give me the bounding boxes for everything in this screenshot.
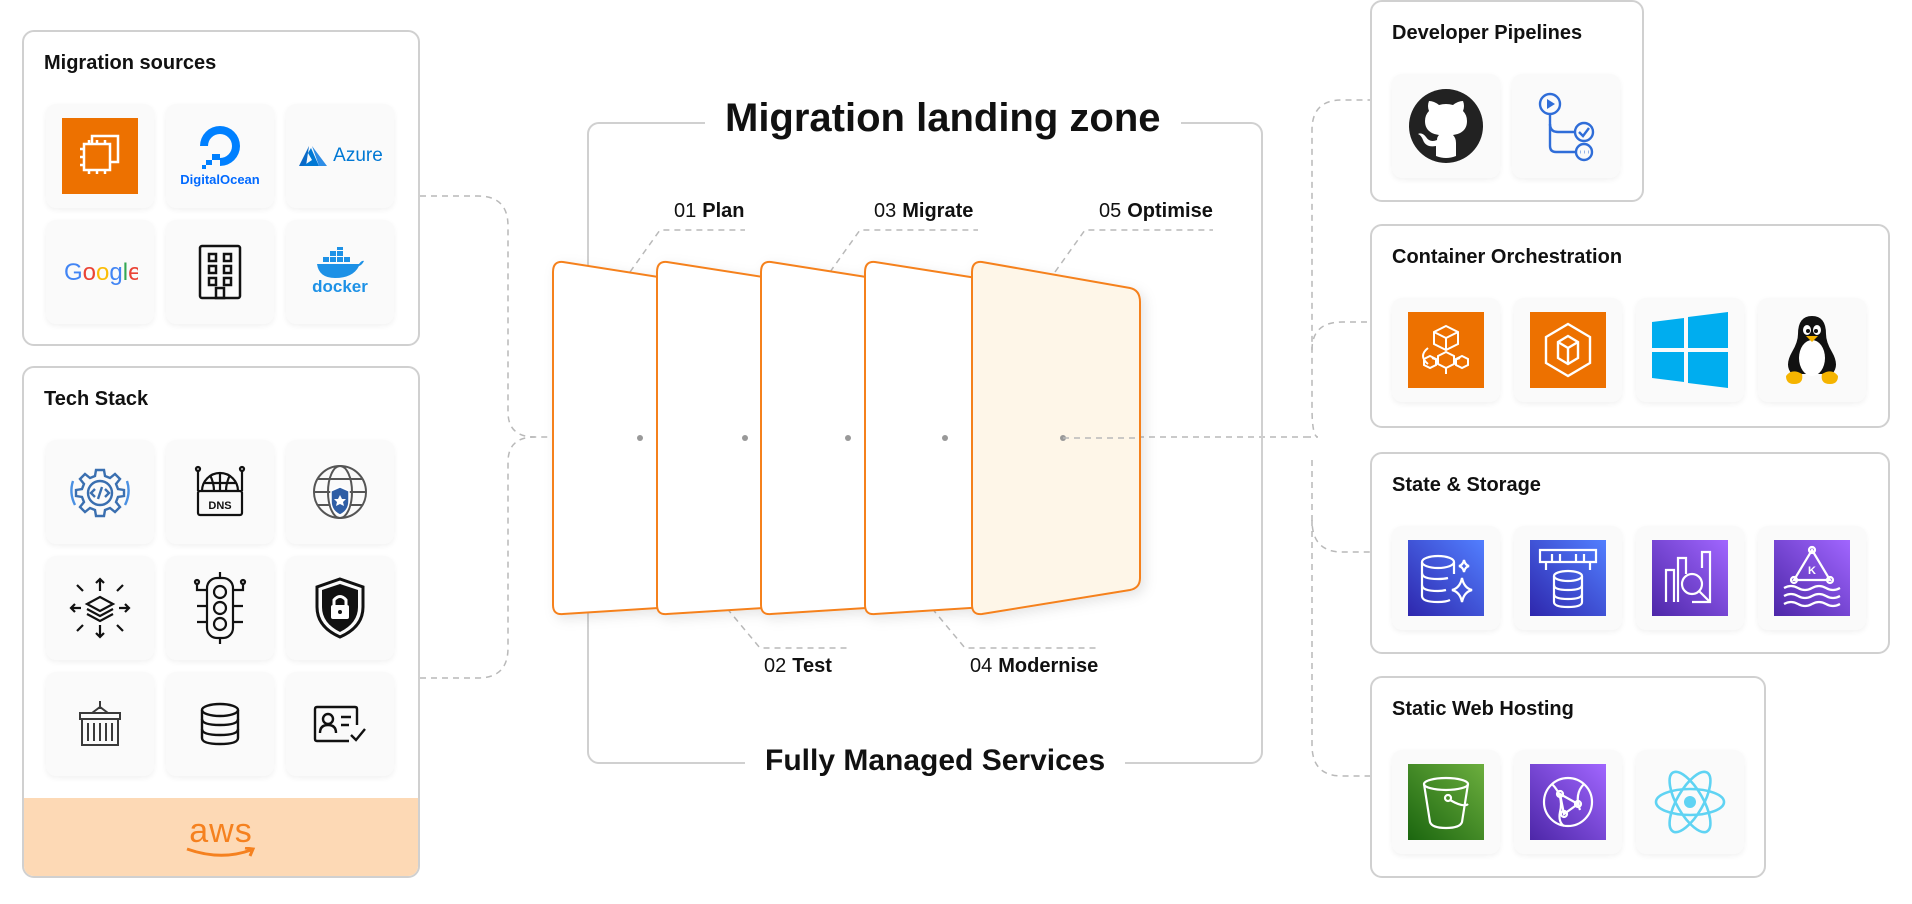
tile-database: [166, 672, 274, 776]
tile-opensearch: [1636, 526, 1744, 630]
github-icon: [1409, 89, 1483, 163]
container-orchestration-panel: Container Orchestration: [1370, 224, 1890, 428]
container-icon: [79, 701, 121, 746]
tile-ecs: [1514, 298, 1622, 402]
tile-rds: [1514, 526, 1622, 630]
tile-code-gear: [46, 440, 154, 544]
tile-pipeline: [1512, 74, 1620, 178]
react-icon: [1654, 770, 1726, 834]
layers-arrows-icon: [69, 577, 131, 639]
developer-pipelines-panel: Developer Pipelines: [1370, 0, 1644, 202]
tile-windows: [1636, 298, 1744, 402]
aws-ecs-icon: [1530, 312, 1606, 388]
tile-cloudfront: [1514, 750, 1622, 854]
shield-lock-icon: [315, 577, 365, 639]
traffic-light-icon: [193, 572, 247, 644]
panel-title: Container Orchestration: [1392, 246, 1623, 268]
tile-docker: docker: [286, 220, 394, 324]
google-logo: Google: [64, 259, 138, 286]
windows-icon: [1652, 312, 1728, 388]
tile-azure: Azure: [286, 104, 394, 208]
aws-aurora-icon: [1408, 540, 1484, 616]
svg-text:K: K: [1808, 565, 1816, 577]
tile-kinesis: K: [1758, 526, 1866, 630]
tile-aurora: [1392, 526, 1500, 630]
tile-linux: [1758, 298, 1866, 402]
dns-globe-icon: DNS: [194, 465, 246, 517]
tile-google: Google: [46, 220, 154, 324]
tile-s3: [1392, 750, 1500, 854]
tile-building: [166, 220, 274, 324]
tile-react: [1636, 750, 1744, 854]
panel-title: Tech Stack: [44, 388, 149, 410]
digitalocean-logo: [200, 125, 240, 169]
id-card-check-icon: [313, 705, 366, 743]
tile-container: [46, 672, 154, 776]
aws-logo: aws: [189, 812, 253, 850]
docker-logo: [317, 247, 364, 278]
aws-kinesis-icon: K: [1774, 540, 1850, 616]
tile-digitalocean: DigitalOcean: [166, 104, 274, 208]
stage-frame-5: [971, 260, 1141, 616]
landing-zone-title: Migration landing zone: [705, 96, 1181, 141]
tile-id-card: [286, 672, 394, 776]
tile-shield-lock: [286, 556, 394, 660]
static-web-hosting-panel: Static Web Hosting: [1370, 676, 1766, 878]
aws-ec2-icon: [62, 118, 138, 194]
tile-dns: DNS: [166, 440, 274, 544]
aws-cloudfront-icon: [1530, 764, 1606, 840]
digitalocean-label: DigitalOcean: [180, 171, 260, 187]
linux-tux-icon: [1786, 316, 1838, 384]
code-gear-icon: [70, 468, 130, 518]
panel-title: State & Storage: [1392, 474, 1541, 496]
aws-rds-icon: [1530, 540, 1606, 616]
tile-github: [1392, 74, 1500, 178]
aws-fargate-icon: [1408, 312, 1484, 388]
managed-services-label: Fully Managed Services: [745, 744, 1126, 778]
tile-aws-ec2: [46, 104, 154, 208]
aws-s3-bucket-icon: [1408, 764, 1484, 840]
azure-label: Azure: [333, 145, 383, 166]
pipeline-icon: [1538, 92, 1595, 162]
panel-title: Migration sources: [44, 52, 217, 74]
panel-title: Static Web Hosting: [1392, 698, 1574, 720]
aws-opensearch-icon: [1652, 540, 1728, 616]
docker-label: docker: [312, 277, 368, 296]
tile-layers: [46, 556, 154, 660]
tile-traffic-light: [166, 556, 274, 660]
aws-footer: aws: [24, 798, 418, 876]
tile-globe-shield: [286, 440, 394, 544]
globe-shield-icon: [313, 465, 367, 519]
azure-logo: [299, 146, 328, 166]
tech-stack-panel: Tech Stack DNS: [22, 366, 420, 878]
building-icon: [198, 244, 242, 300]
dns-label: DNS: [208, 500, 231, 512]
migration-sources-panel: Migration sources DigitalOcean Azure Goo…: [22, 30, 420, 346]
svg-text:Google: Google: [64, 259, 138, 286]
panel-title: Developer Pipelines: [1392, 22, 1583, 44]
state-storage-panel: State & Storage: [1370, 452, 1890, 654]
aws-smile-icon: [186, 847, 256, 857]
database-icon: [200, 702, 240, 746]
tile-fargate: [1392, 298, 1500, 402]
